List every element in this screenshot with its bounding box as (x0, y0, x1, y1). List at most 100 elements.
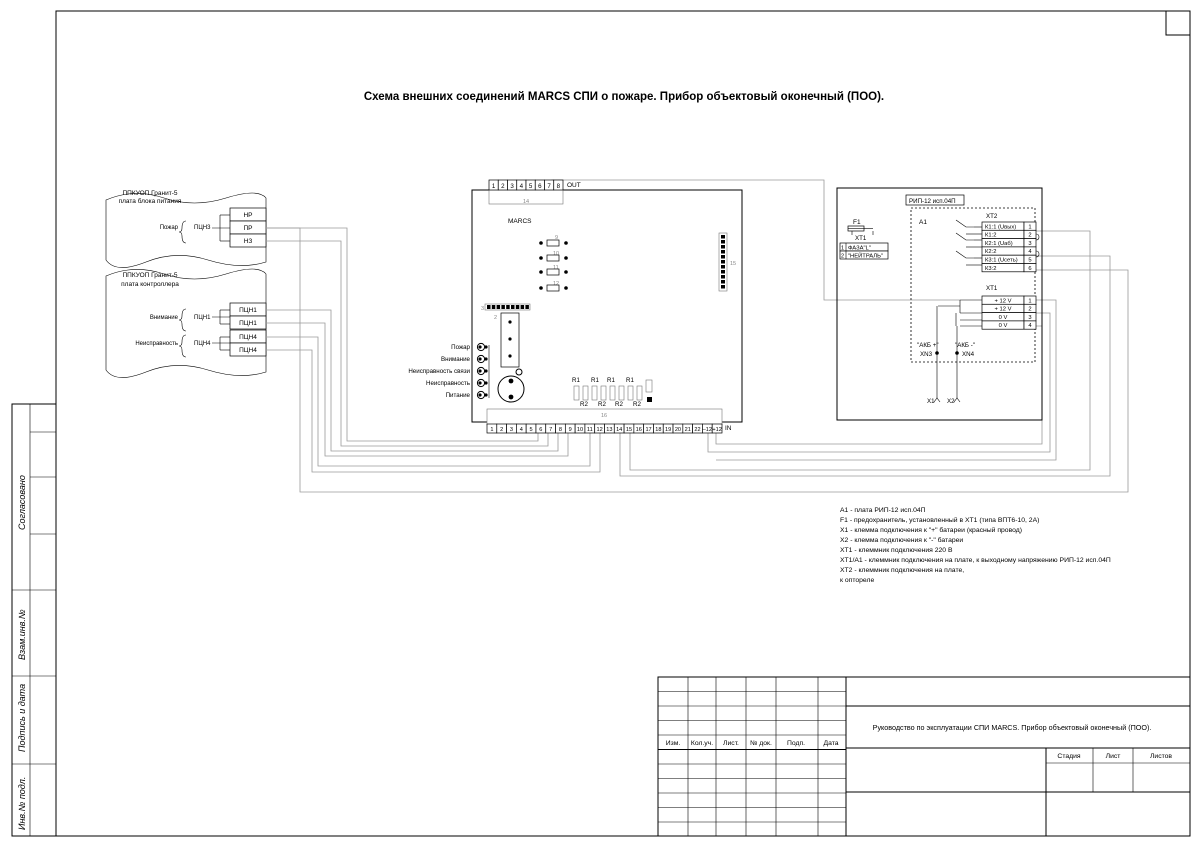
stamp-col-date: Дата (823, 740, 838, 747)
out-terminal-cell (553, 179, 564, 191)
terminal-pcn1-b: ПЦН1 (239, 320, 257, 327)
xt2-contact-name: К3:2 (985, 266, 996, 272)
in-label: IN (725, 425, 732, 432)
source2-terminals: ПЦН1 ПЦН1 ПЦН4 ПЦН4 (229, 302, 267, 357)
in-terminal-number: 18 (655, 427, 661, 433)
marcs-label: MARCS (508, 218, 532, 225)
xt2-number-cell (1023, 263, 1037, 273)
x15-pin (721, 285, 725, 289)
jumper-cap (546, 254, 560, 262)
led-lamp (478, 369, 482, 373)
r1-label-4: R1 (626, 377, 634, 384)
source2-subtitle: плата контроллера (121, 281, 179, 288)
in-terminal-number: 12 (596, 427, 602, 433)
xt1-output-name: + 12 V (995, 298, 1012, 304)
in-terminal-number: 9 (569, 427, 572, 433)
out-terminal-number: 8 (557, 183, 561, 190)
source2-block: ППКУОП Гранит-5 плата контроллера Вниман… (105, 268, 267, 378)
mains-n2: 2 (841, 254, 844, 260)
in-terminal-number: 20 (675, 427, 681, 433)
inv-orig-label: Инв.№ подл. (17, 777, 27, 830)
battery-leads: "АКБ +" "АКБ -" XN3 XN4 X1 X2 (917, 306, 975, 405)
xt2-contact-name: К2:1 (Uаб) (985, 241, 1013, 247)
x15-pin (721, 235, 725, 239)
x15-pin (721, 255, 725, 259)
xt1-output-number: 1 (1028, 298, 1031, 304)
led-label-fire: Пожар (451, 344, 470, 351)
x1-label: X1 (927, 398, 935, 405)
source1-loop-name: ПЦН3 (194, 225, 211, 231)
mains-terminal: F1 XT1 1 ФАЗА"L" 2 "НЕЙТРАЛЬ" (839, 219, 889, 260)
legend-line-4: X2 - клемма подключения к "-" батареи (840, 536, 963, 544)
x15-pin (721, 250, 725, 254)
x15-pin (721, 275, 725, 279)
r1-label-2: R1 (591, 377, 599, 384)
in-terminal-number: 4 (520, 427, 523, 433)
jumper-12-ref: 12 (553, 281, 559, 287)
x3-pin (501, 305, 505, 309)
xn4-label: XN4 (962, 351, 975, 358)
a1-label: А1 (919, 219, 927, 226)
xt1-label: XT1 (986, 285, 998, 292)
led-lamp (478, 345, 482, 349)
jumper-10-ref: 10 (553, 251, 559, 257)
in-terminal-number: 17 (645, 427, 651, 433)
jumper-11-ref: 11 (553, 265, 559, 271)
x3-pin (515, 305, 520, 309)
out-terminal-number: 4 (520, 183, 524, 190)
loop2-name: ПЦН4 (194, 341, 211, 347)
in-terminal-number: 5 (530, 427, 533, 433)
resistor (618, 385, 625, 401)
loop2-label: Неисправность (135, 341, 178, 347)
in-terminal-number: 13 (606, 427, 612, 433)
stamp-sheet: Лист (1106, 753, 1121, 760)
r2-label-4: R2 (633, 401, 641, 408)
legend: А1 - плата РИП-12 исп.04П F1 - предохран… (840, 507, 1111, 584)
jumper-9-ref: 9 (555, 235, 558, 241)
xt1-output-number: 3 (1028, 315, 1031, 321)
xt2-contact-number: 3 (1028, 241, 1031, 247)
resistor (609, 385, 616, 401)
jumper-pin (539, 241, 543, 245)
x3-pin (520, 305, 525, 309)
x15-pin (721, 245, 725, 249)
led-lamp (484, 381, 488, 385)
in-terminal-number: 3 (510, 427, 513, 433)
led-label-power: Питание (446, 392, 471, 399)
led-lamp (478, 381, 482, 385)
in-terminal-number: 11 (587, 427, 593, 433)
in-terminal-number: 16 (636, 427, 642, 433)
jumper-pin (539, 270, 543, 274)
jumper-pin (564, 270, 568, 274)
xt1-output-number: 4 (1028, 323, 1032, 329)
xt1-output-number: 2 (1028, 307, 1031, 313)
x3-pin (491, 305, 496, 309)
mains-n1: 1 (841, 246, 844, 252)
out-terminal-number: 3 (510, 183, 514, 190)
xt2-contact-name: К1:1 (Uвых) (985, 224, 1016, 230)
stamp-col-doc: № док. (750, 740, 772, 747)
x3-pin (487, 305, 491, 309)
xt1-output-name: + 12 V (995, 307, 1012, 313)
led-label-attention: Внимание (441, 356, 471, 363)
in-terminal-cell (711, 423, 723, 434)
x15-pin (721, 260, 725, 264)
x15-pin (721, 240, 725, 244)
mains-phase: ФАЗА"L" (848, 246, 871, 252)
stamp-col-list: Лист. (723, 740, 739, 747)
in-terminal-number: 22 (694, 427, 700, 433)
legend-line-7: ХТ2 - клеммник подключения на плате, (840, 567, 964, 574)
resistor (591, 385, 598, 401)
xt1-number-cell (1023, 320, 1037, 330)
led-lamp (484, 357, 488, 361)
in-terminal-number: 8 (559, 427, 562, 433)
agreed-label: Согласовано (17, 475, 27, 530)
document-title: Руководство по эксплуатации СПИ MARCS. П… (873, 723, 1152, 732)
source2-title: ППКУОП Гранит-5 (122, 272, 177, 279)
led-indicators: Пожар Внимание Неисправность связи Неисп… (408, 342, 490, 400)
title-block: Изм. Кол.уч. Лист. № док. Подп. Дата Рук… (657, 676, 1191, 837)
resistor (600, 385, 607, 401)
